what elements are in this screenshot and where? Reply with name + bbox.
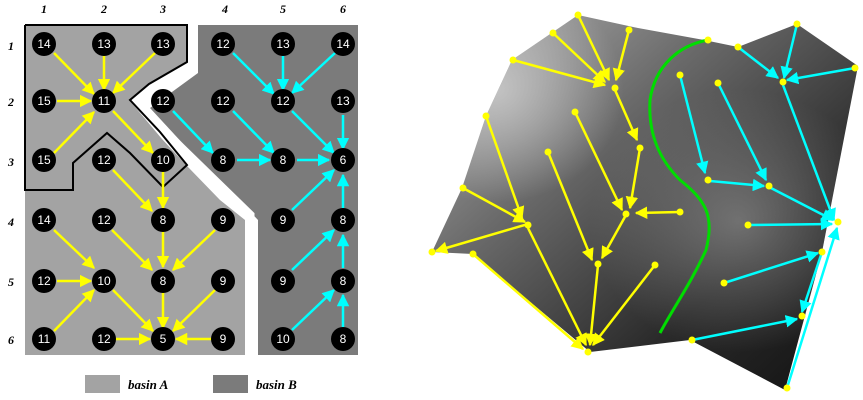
col-label: 4	[221, 2, 228, 16]
node-value: 14	[37, 37, 51, 51]
node-value: 12	[216, 94, 230, 108]
terrain-diagram	[428, 11, 859, 392]
col-label: 1	[41, 2, 47, 16]
node-value: 8	[340, 213, 347, 227]
basin-b-arrows	[172, 52, 350, 331]
row-label: 1	[8, 39, 14, 53]
column-labels: 1 2 3 4 5 6	[41, 2, 346, 16]
watershed-divide-line	[648, 38, 711, 334]
node-value: 14	[37, 213, 51, 227]
basin-outline-top	[24, 24, 189, 191]
basin-a-region	[25, 25, 245, 355]
node-value: 12	[156, 94, 170, 108]
node-value: 11	[98, 94, 111, 108]
node-value: 9	[220, 213, 227, 227]
node-value: 6	[340, 153, 347, 167]
node-value: 15	[37, 94, 51, 108]
node-value: 12	[97, 153, 111, 167]
node-value: 13	[276, 37, 290, 51]
col-label: 2	[100, 2, 107, 16]
row-label: 4	[7, 215, 14, 229]
terrain-vertices	[428, 11, 859, 392]
grid-nodes: 14 13 13 12 13 14 15 11 12 12 12 13 15 1…	[32, 32, 355, 351]
node-value: 8	[160, 274, 167, 288]
node-value: 10	[156, 153, 170, 167]
row-label: 2	[7, 95, 14, 109]
col-label: 5	[280, 2, 286, 16]
basin-divide	[133, 23, 255, 357]
node-value: 9	[280, 213, 287, 227]
row-label: 3	[7, 155, 14, 169]
node-value: 9	[220, 274, 227, 288]
node-value: 10	[276, 332, 290, 346]
terrain-cyan-arrows	[678, 23, 856, 389]
node-value: 9	[220, 332, 227, 346]
node-value: 10	[97, 274, 111, 288]
node-value: 9	[280, 274, 287, 288]
node-value: 13	[97, 37, 111, 51]
legend-swatch-basin-b	[213, 375, 248, 393]
node-value: 15	[37, 153, 51, 167]
node-value: 8	[160, 213, 167, 227]
basin-b-region	[150, 25, 358, 355]
node-value: 13	[336, 94, 350, 108]
node-value: 8	[340, 332, 347, 346]
row-label: 5	[8, 275, 14, 289]
legend: basin A basin B	[85, 375, 297, 393]
node-value: 12	[97, 332, 111, 346]
node-value: 12	[216, 37, 230, 51]
node-value: 14	[336, 37, 350, 51]
node-value: 8	[340, 274, 347, 288]
legend-label-basin-a: basin A	[128, 377, 169, 392]
basin-a-arrows	[53, 52, 216, 346]
node-value: 5	[160, 332, 167, 346]
terrain-yellow-arrows	[434, 14, 681, 350]
node-value: 8	[220, 153, 227, 167]
legend-label-basin-b: basin B	[256, 377, 297, 392]
node-value: 12	[37, 274, 51, 288]
row-labels: 1 2 3 4 5 6	[7, 39, 14, 347]
col-label: 6	[340, 2, 346, 16]
node-value: 12	[276, 94, 290, 108]
node-value: 13	[156, 37, 170, 51]
node-value: 12	[97, 213, 111, 227]
legend-swatch-basin-a	[85, 375, 120, 393]
node-value: 11	[38, 332, 51, 346]
row-label: 6	[8, 333, 14, 347]
col-label: 3	[159, 2, 166, 16]
grid-diagram: 1 2 3 4 5 6 1 2 3 4 5 6	[7, 2, 358, 393]
node-value: 8	[280, 153, 287, 167]
